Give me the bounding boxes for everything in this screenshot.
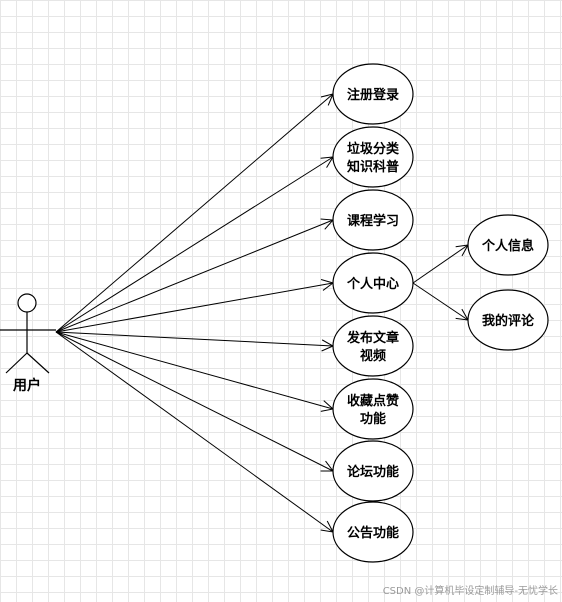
use-case-label: 知识科普 [347, 159, 399, 175]
use-case-label: 功能 [360, 411, 386, 427]
use-case-label: 课程学习 [347, 213, 399, 229]
relation-actor-publish [55, 331, 333, 346]
relation-actor-personal [55, 283, 333, 333]
use-case-personal[interactable]: 个人中心 [332, 252, 414, 314]
use-case-label: 注册登录 [347, 87, 399, 103]
use-case-label: 视频 [360, 348, 386, 364]
relation-actor-forum [55, 331, 333, 471]
relation-actor-notice [55, 331, 333, 532]
actor-label: 用户 [13, 377, 41, 394]
use-case-label: 收藏点赞 [347, 393, 399, 409]
use-case-profile[interactable]: 个人信息 [467, 214, 549, 276]
use-case-course[interactable]: 课程学习 [332, 189, 414, 251]
relation-actor-garbage [55, 157, 333, 333]
use-case-label: 垃圾分类 [347, 141, 400, 157]
use-case-label: 个人中心 [346, 276, 399, 292]
watermark: CSDN @计算机毕设定制辅导-无忧学长 [382, 586, 558, 597]
use-case-notice[interactable]: 公告功能 [332, 501, 414, 563]
use-case-forum[interactable]: 论坛功能 [332, 440, 414, 502]
use-cases: 注册登录垃圾分类知识科普课程学习个人中心发布文章视频收藏点赞功能论坛功能公告功能… [332, 63, 549, 563]
use-case-comments[interactable]: 我的评论 [467, 289, 549, 351]
relation-personal-comments [412, 282, 468, 320]
actor-user[interactable]: 用户 [0, 293, 56, 394]
relation-personal-profile [412, 245, 468, 284]
relations [55, 94, 468, 532]
relation-actor-favorite [55, 331, 333, 409]
use-case-label: 个人信息 [481, 238, 534, 254]
use-case-label: 论坛功能 [347, 464, 399, 480]
relation-actor-register [55, 94, 333, 333]
relation-actor-course [55, 220, 333, 333]
use-case-label: 我的评论 [482, 313, 535, 329]
use-case-label: 发布文章 [346, 330, 399, 346]
use-case-register[interactable]: 注册登录 [332, 63, 414, 125]
use-case-label: 公告功能 [347, 525, 399, 541]
